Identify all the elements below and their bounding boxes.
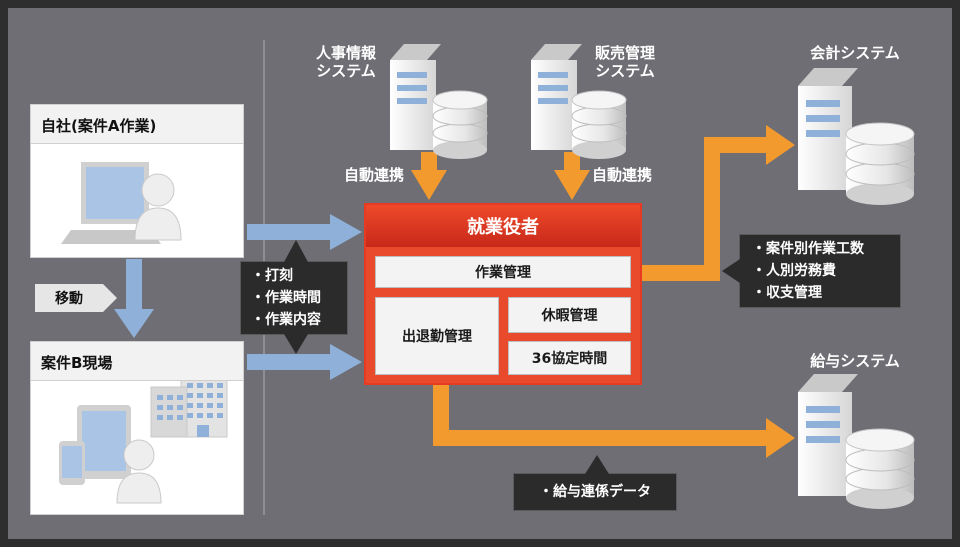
site-b-illustration xyxy=(59,374,228,504)
callout-item: ・案件別作業工数 xyxy=(752,241,864,257)
payroll-data-callout: ・給与連係データ xyxy=(513,473,677,511)
blue-arrows xyxy=(114,214,362,380)
move-label-pointer xyxy=(103,284,117,312)
tablet-icon xyxy=(77,405,131,479)
accounting-server-icon xyxy=(798,68,858,190)
own-office-card-title: 自社(案件A作業) xyxy=(30,104,244,144)
sales-system-label: 販売管理 システム xyxy=(594,44,655,80)
phone-icon xyxy=(59,441,85,485)
work-management-module: 作業管理 xyxy=(375,256,631,288)
laptop-user-illustration xyxy=(61,162,182,244)
callout-item: ・収支管理 xyxy=(752,285,822,301)
leave-module: 休暇管理 xyxy=(508,297,631,333)
accounting-database-icon xyxy=(845,122,915,205)
callout-item: ・給与連係データ xyxy=(539,484,651,500)
sales-server-icon xyxy=(531,44,582,150)
payroll-server-icon xyxy=(798,374,858,496)
orange-arrows xyxy=(411,125,795,458)
site-b-card xyxy=(30,374,244,515)
punch-callout-pointer-down xyxy=(284,334,308,354)
accounting-callout-pointer xyxy=(722,259,740,283)
punch-callout-pointer-up xyxy=(284,240,308,262)
callout-item: ・人別労務費 xyxy=(752,263,836,279)
callout-item: ・作業内容 xyxy=(251,312,321,328)
building-icon xyxy=(150,374,228,438)
payroll-callout-pointer xyxy=(585,455,609,474)
hr-server-icon xyxy=(390,44,441,150)
overtime36-module: 36協定時間 xyxy=(508,341,631,375)
callout-item: ・打刻 xyxy=(251,268,293,284)
user-icon xyxy=(116,439,162,504)
payroll-database-icon xyxy=(845,428,915,509)
main-system-header xyxy=(366,205,640,247)
hr-database-icon xyxy=(432,90,488,159)
auto-link-left-label: 自動連携 xyxy=(343,166,404,184)
accounting-items-callout: ・案件別作業工数 ・人別労務費 ・収支管理 xyxy=(739,234,901,308)
move-label: 移動 xyxy=(35,284,103,312)
main-system-title: 就業役者 xyxy=(467,217,539,238)
callout-item: ・作業時間 xyxy=(251,290,321,306)
auto-link-right-label: 自動連携 xyxy=(591,166,652,184)
hr-system-label: 人事情報 システム xyxy=(315,44,376,80)
accounting-system-label: 会計システム xyxy=(810,44,900,62)
payroll-system-label: 給与システム xyxy=(810,352,900,370)
sales-database-icon xyxy=(571,90,627,159)
user-icon xyxy=(134,173,182,241)
own-office-card xyxy=(30,143,244,258)
attendance-module: 出退勤管理 xyxy=(375,297,499,375)
punch-callout: ・打刻 ・作業時間 ・作業内容 xyxy=(240,261,348,335)
site-b-card-title: 案件B現場 xyxy=(30,341,244,381)
